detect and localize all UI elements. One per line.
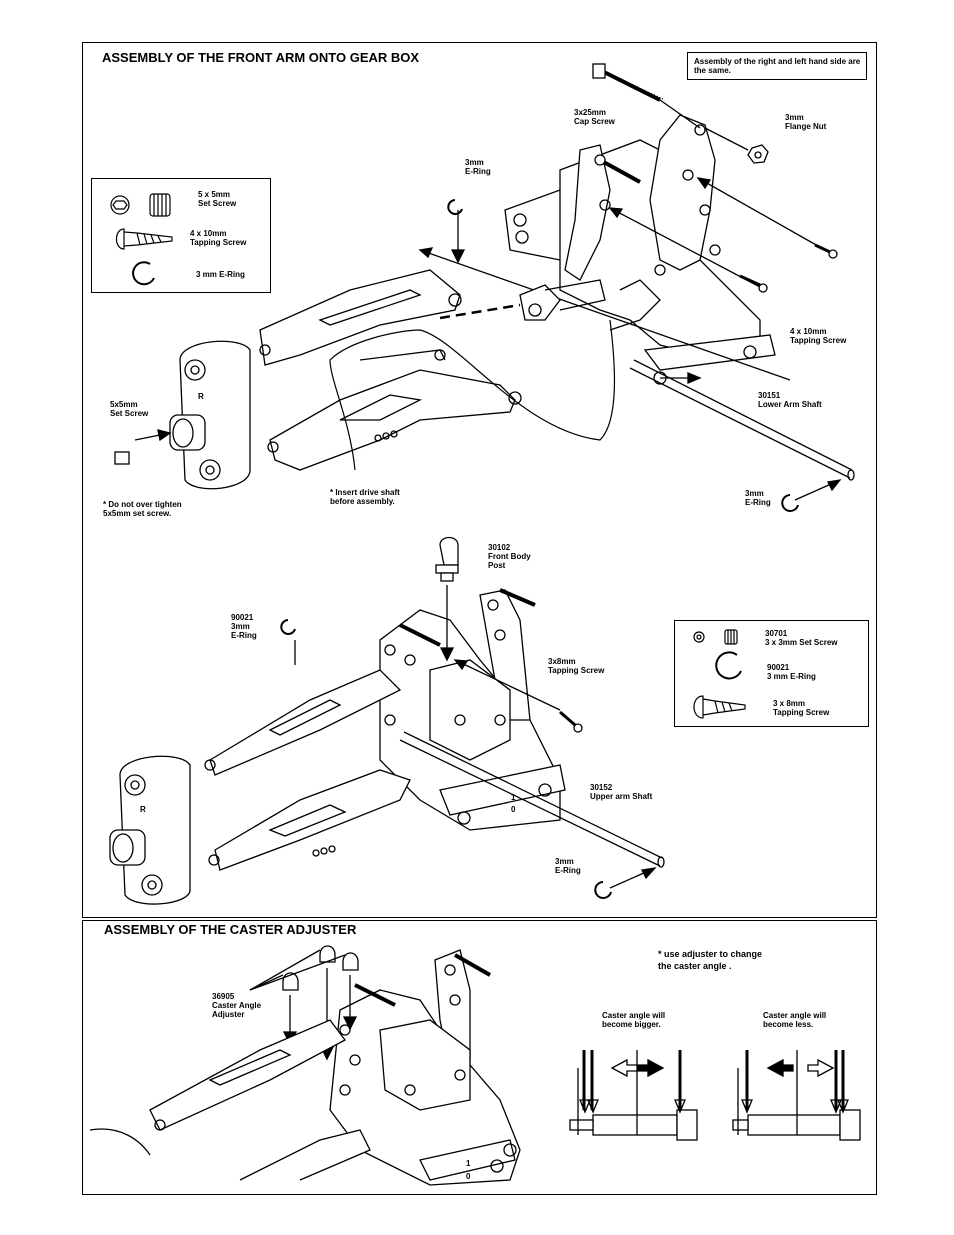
callout-cap-screw: 3x25mm Cap Screw <box>574 108 615 126</box>
mark-zero-mid: 0 <box>511 805 516 814</box>
section-title-front-arm: ASSEMBLY OF THE FRONT ARM ONTO GEAR BOX <box>102 50 420 65</box>
callout-set-screw-5x5: 5x5mm Set Screw <box>110 400 149 418</box>
parts-legend-2-icons <box>693 629 746 719</box>
callout-e-ring-lower-shaft: 3mm E-Ring <box>745 489 771 507</box>
caster-adjuster-panel <box>82 920 877 1195</box>
legend2-set-screw-label: 30701 3 x 3mm Set Screw <box>765 629 838 647</box>
front-arm-panel <box>82 42 877 918</box>
legend2-tapping-screw-label: 3 x 8mm Tapping Screw <box>773 699 830 717</box>
callout-e-ring-90021: 90021 3mm E-Ring <box>231 613 257 640</box>
parts-legend-1-icons <box>110 193 173 286</box>
note-do-not-tighten: * Do not over tighten 5x5mm set screw. <box>103 500 182 518</box>
callout-e-ring-top: 3mm E-Ring <box>465 158 491 176</box>
caption-caster-bigger: Caster angle will become bigger. <box>602 1011 666 1029</box>
legend1-tapping-screw-label: 4 x 10mm Tapping Screw <box>190 229 247 247</box>
knuckle-mark-r-top: R <box>198 392 204 401</box>
section-title-caster: ASSEMBLY OF THE CASTER ADJUSTER <box>104 922 357 937</box>
callout-e-ring-upper-shaft: 3mm E-Ring <box>555 857 581 875</box>
note-insert-drive-shaft: * Insert drive shaft before assembly. <box>330 488 400 506</box>
same-sides-note-box: Assembly of the right and left hand side… <box>687 52 867 80</box>
note-use-adjuster: * use adjuster to change the caster angl… <box>658 949 763 971</box>
callout-tapping-3x8: 3x8mm Tapping Screw <box>548 657 605 675</box>
callout-upper-arm-shaft: 30152 Upper arm Shaft <box>590 783 653 801</box>
callout-tapping-4x10: 4 x 10mm Tapping Screw <box>790 327 847 345</box>
parts-legend-1: 5 x 5mm Set Screw 4 x 10mm Tapping Screw… <box>91 178 271 293</box>
callout-lower-arm-shaft: 30151 Lower Arm Shaft <box>758 391 822 409</box>
same-sides-note: Assembly of the right and left hand side… <box>694 57 861 75</box>
caption-caster-less: Caster angle will become less. <box>763 1011 827 1029</box>
legend1-set-screw-label: 5 x 5mm Set Screw <box>198 190 237 208</box>
parts-legend-2: 30701 3 x 3mm Set Screw 90021 3 mm E-Rin… <box>674 620 869 727</box>
callout-flange-nut: 3mm Flange Nut <box>785 113 827 131</box>
mark-one-bottom: 1 <box>466 1159 471 1168</box>
legend1-e-ring-label: 3 mm E-Ring <box>196 270 245 279</box>
callout-front-body-post: 30102 Front Body Post <box>488 543 531 570</box>
mark-zero-bottom: 0 <box>466 1172 471 1181</box>
legend2-e-ring-label: 90021 3 mm E-Ring <box>767 663 816 681</box>
callout-caster-adjuster: 36905 Caster Angle Adjuster <box>212 992 262 1019</box>
knuckle-mark-r-mid: R <box>140 805 146 814</box>
mark-one-mid: 1 <box>511 793 516 802</box>
